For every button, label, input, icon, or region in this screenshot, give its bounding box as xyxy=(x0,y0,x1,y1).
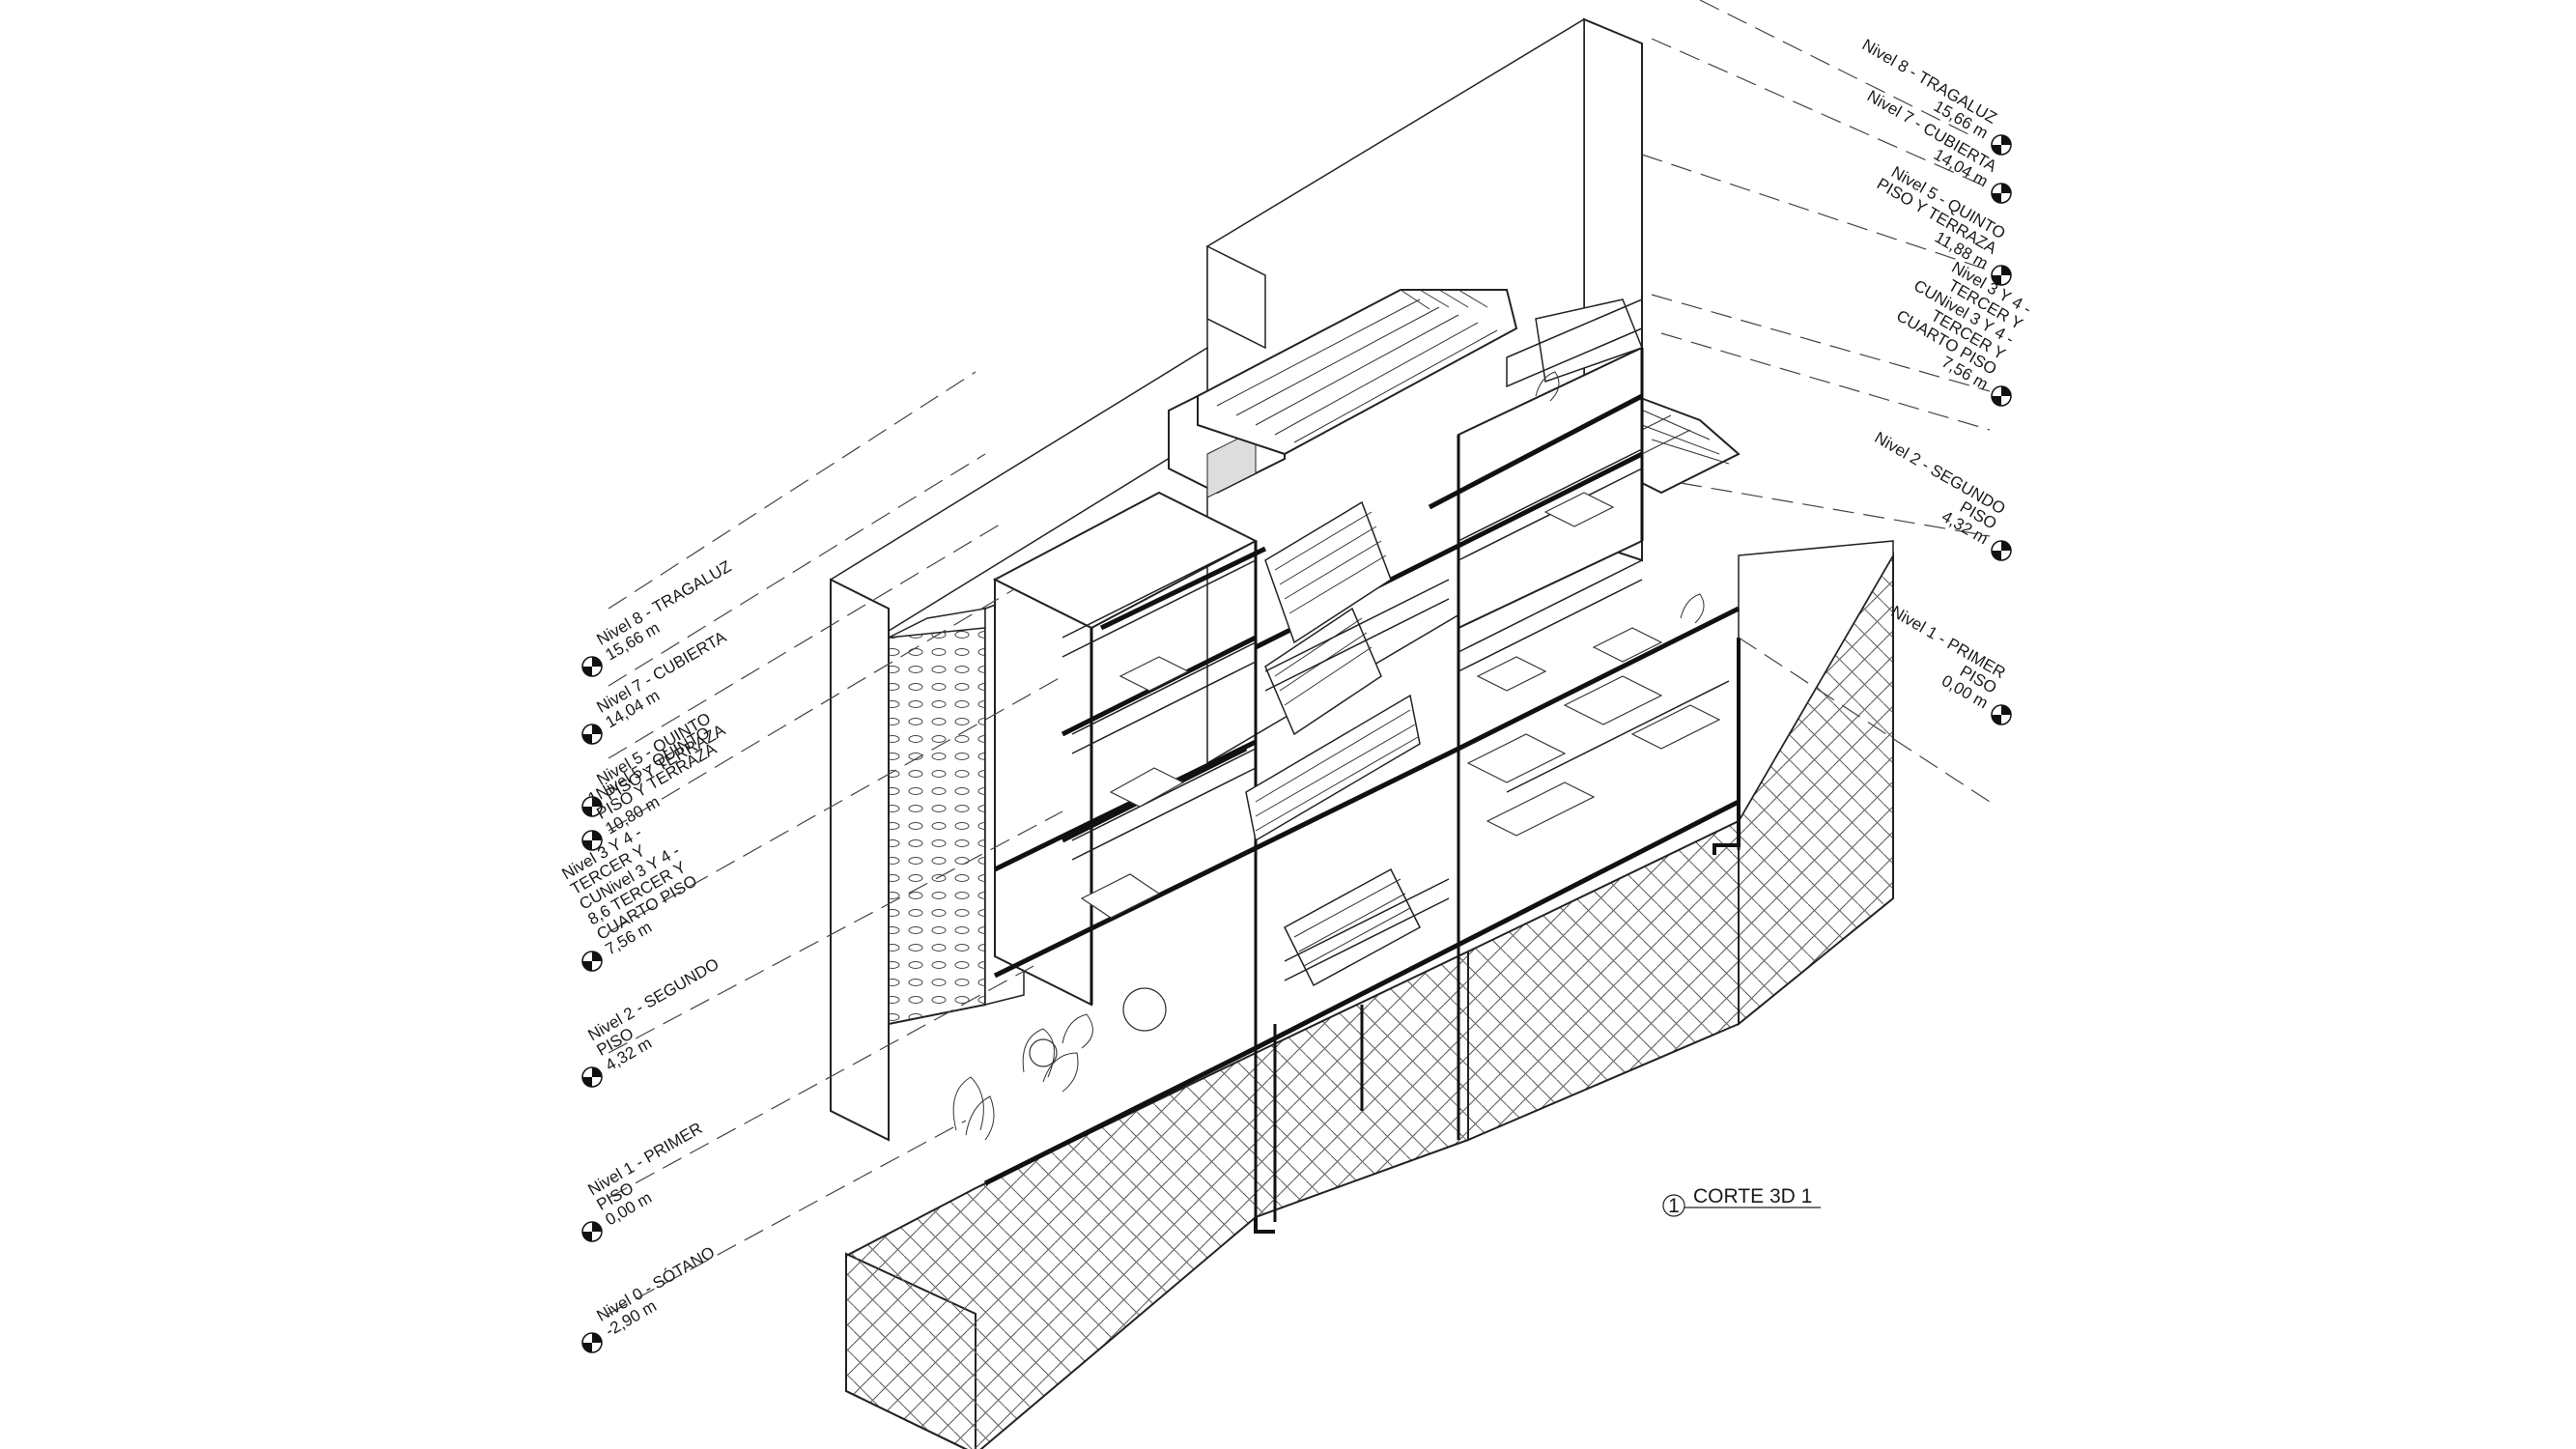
level-marker-icon xyxy=(1991,134,2012,156)
railings xyxy=(1062,298,1730,981)
level-label-line: Nivel 2 - SEGUNDO xyxy=(585,954,722,1044)
level-tag: Nivel 0 - SÓTANO-2,90 m xyxy=(581,1243,718,1353)
level-label-line: Nivel 1 - PRIMER xyxy=(1888,602,2009,682)
level-marker-icon xyxy=(1991,385,2012,407)
level-marker-icon xyxy=(581,796,603,817)
section-callout: 1 CORTE 3D 1 xyxy=(1662,1185,1821,1217)
plants xyxy=(952,371,1705,1141)
level-label-line: Nivel 8 - TRAGALUZ xyxy=(1859,36,2000,128)
level-leaders xyxy=(608,0,1991,1315)
level-marker-icon xyxy=(1991,540,2012,561)
level-marker-icon xyxy=(581,724,603,745)
level-label-line: Nivel 1 - PRIMER xyxy=(585,1119,706,1199)
level-marker-icon xyxy=(581,830,603,851)
section-title: CORTE 3D 1 xyxy=(1693,1185,1812,1208)
level-label-line: Nivel 2 - SEGUNDO xyxy=(1871,428,2008,518)
level-marker-icon xyxy=(581,1332,603,1353)
section-number: 1 xyxy=(1668,1195,1680,1217)
level-marker-icon xyxy=(581,1066,603,1088)
level-marker-icon xyxy=(581,1221,603,1242)
level-marker-icon xyxy=(1991,183,2012,204)
level-marker-icon xyxy=(1991,704,2012,725)
columns xyxy=(1090,348,1741,1222)
level-marker-icon xyxy=(581,951,603,972)
furniture xyxy=(1029,492,1721,1067)
level-marker-icon xyxy=(581,656,603,677)
level-marker-icon xyxy=(1991,265,2012,286)
basement-wall xyxy=(1254,638,1741,1234)
